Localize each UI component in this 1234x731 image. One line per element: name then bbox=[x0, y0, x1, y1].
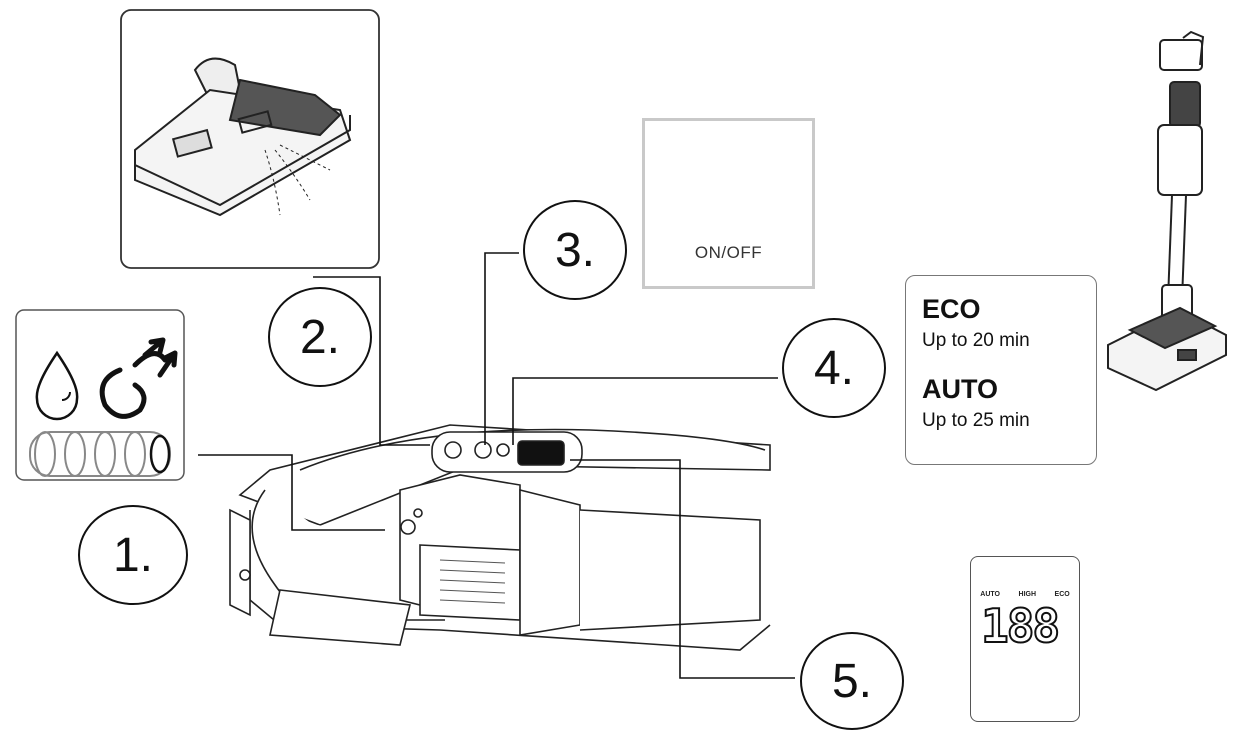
mode-auto-name: AUTO bbox=[922, 374, 999, 404]
mode-eco-runtime: Up to 20 min bbox=[922, 330, 1030, 351]
steam-icon bbox=[99, 337, 178, 419]
callout-4: 4. bbox=[782, 318, 886, 418]
callout-2: 2. bbox=[268, 287, 372, 387]
mode-button[interactable] bbox=[444, 441, 462, 459]
callout-5-label: 5. bbox=[831, 654, 873, 708]
floor-head-icon bbox=[134, 57, 352, 217]
water-drop-icon bbox=[35, 350, 79, 421]
power-label: ON/OFF bbox=[694, 243, 763, 262]
modes-panel: ECO Up to 20 min AUTO Up to 25 min bbox=[905, 275, 1097, 465]
floor-head-panel bbox=[120, 9, 380, 269]
power-panel: ON/OFF bbox=[642, 118, 815, 289]
leader-lines bbox=[198, 252, 795, 679]
plus-button[interactable] bbox=[474, 441, 492, 459]
handle-body bbox=[229, 424, 771, 651]
callout-3-label: 3. bbox=[554, 223, 596, 277]
callout-3: 3. bbox=[523, 200, 627, 300]
callout-1-label: 1. bbox=[112, 528, 154, 582]
display-mode-labels: AUTO HIGH ECO bbox=[971, 591, 1079, 598]
mode-auto-runtime: Up to 25 min bbox=[922, 410, 1030, 431]
display-digits: 188 bbox=[980, 599, 1061, 653]
callout-2-label: 2. bbox=[299, 310, 341, 364]
callout-4-label: 4. bbox=[813, 341, 855, 395]
water-steam-panel bbox=[15, 309, 185, 481]
stick-vacuum-icon bbox=[1107, 30, 1227, 392]
display-panel: AUTO HIGH ECO 188 bbox=[970, 556, 1080, 722]
handle-display bbox=[517, 440, 565, 466]
power-button[interactable] bbox=[496, 443, 510, 457]
roller-brush-icon bbox=[29, 431, 171, 477]
mode-eco-name: ECO bbox=[922, 294, 981, 324]
callout-1: 1. bbox=[78, 505, 188, 605]
display-label-eco: ECO bbox=[1054, 591, 1070, 598]
callout-5: 5. bbox=[800, 632, 904, 730]
display-label-high: HIGH bbox=[1018, 591, 1037, 598]
display-label-auto: AUTO bbox=[980, 591, 1000, 598]
